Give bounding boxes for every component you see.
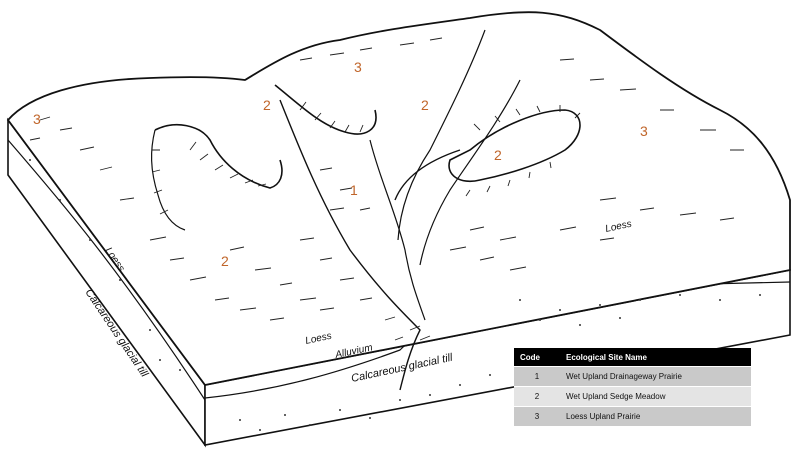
right-elongated-hill [448,109,581,182]
central-hill [274,84,377,135]
left-knoll [154,124,283,189]
left-face-layer-boundary [7,139,206,401]
ecological-site-legend: Code Ecological Site Name 1 Wet Upland D… [514,348,751,426]
legend-row: 3 Loess Upland Prairie [514,406,751,426]
main-drainageway [279,99,421,391]
region-code-label: 3 [354,59,362,75]
left-knoll-ridge [150,129,186,231]
east-hill-rim [394,149,461,201]
legend-site-name: Wet Upland Sedge Meadow [560,386,751,407]
legend-code: 3 [514,406,560,426]
legend-header-code: Code [514,348,560,367]
region-code-label: 2 [494,147,502,163]
legend-code: 2 [514,386,560,407]
legend-header-row: Code Ecological Site Name [514,348,751,367]
east-channel [419,79,521,266]
legend-site-name: Wet Upland Drainageway Prairie [560,366,751,387]
till-stipple [29,159,761,431]
region-code-label: 1 [350,182,358,198]
region-code-label: 3 [640,123,648,139]
tributary-channel [369,139,426,321]
region-code-label: 2 [421,97,429,113]
loess-label: Loess [604,219,632,235]
loess-label: Loess [304,331,332,347]
legend-site-name: Loess Upland Prairie [560,406,751,426]
region-code-label: 3 [33,111,41,127]
land-surface-outline [6,11,791,386]
terrain-hachures [29,37,744,341]
upper-ridge [397,29,486,241]
legend-row: 1 Wet Upland Drainageway Prairie [514,366,751,387]
legend-code: 1 [514,366,560,387]
legend-header-name: Ecological Site Name [560,348,751,367]
legend-row: 2 Wet Upland Sedge Meadow [514,386,751,407]
region-code-label: 2 [221,253,229,269]
region-code-label: 2 [263,97,271,113]
